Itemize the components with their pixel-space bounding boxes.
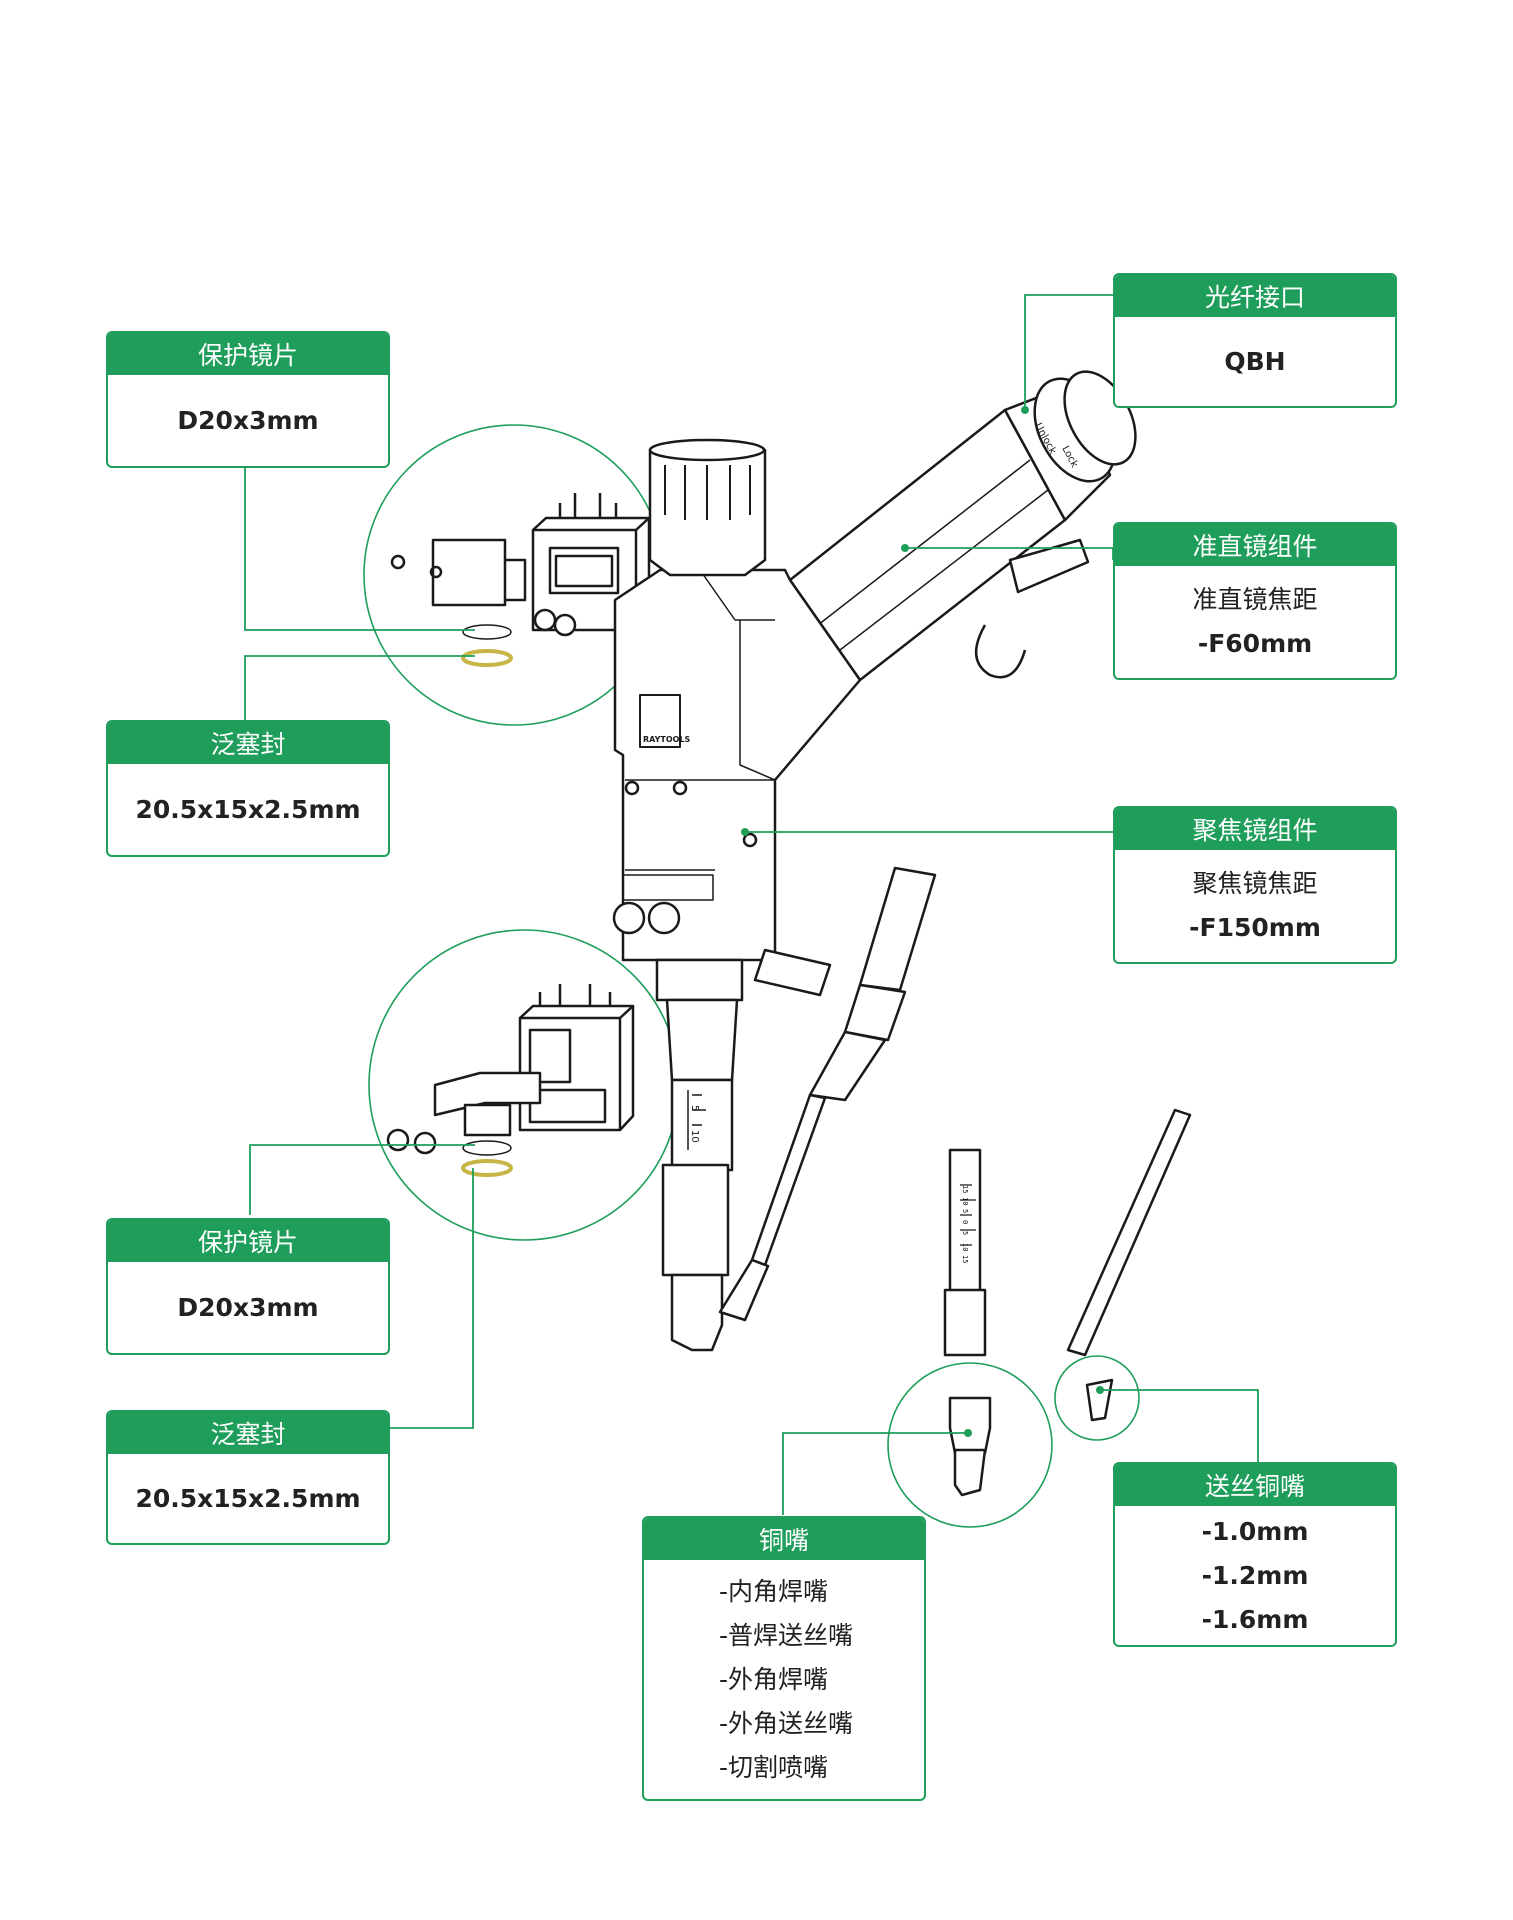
small-scale-mark: 10 (961, 1243, 969, 1251)
handle-lever (1008, 538, 1090, 594)
callout-title: 准直镜组件 (1115, 524, 1395, 566)
dot-collimator (901, 544, 909, 552)
leader-seal-top (244, 655, 475, 720)
callout-title: 聚焦镜组件 (1115, 808, 1395, 850)
callout-title: 光纤接口 (1115, 275, 1395, 317)
small-scale-mark: 15 (961, 1185, 969, 1193)
bottom-protect-lens (462, 1140, 512, 1156)
callout-fiber-interface: 光纤接口 QBH (1113, 273, 1397, 408)
callout-line: 20.5x15x2.5mm (135, 794, 361, 824)
main-body (613, 568, 862, 962)
callout-title: 泛塞封 (108, 1412, 388, 1454)
callout-line: -切割喷嘴 (719, 1752, 829, 1782)
dot-fiber-interface (1021, 406, 1029, 414)
callout-line: -1.6mm (1201, 1604, 1309, 1634)
bottom-lens-cassette (386, 984, 635, 1155)
wire-guide-rod (1066, 1108, 1192, 1357)
small-scale-mark: 5 (961, 1231, 969, 1235)
brand-label: RAYTOOLS (643, 735, 691, 744)
wire-feed-tube (718, 866, 937, 1322)
small-scale-mark: 10 (961, 1197, 969, 1205)
leader-copper-nozzle (782, 1432, 968, 1515)
callout-title: 泛塞封 (108, 722, 388, 764)
top-lens-cassette (390, 493, 651, 637)
wire-tip-detail (1085, 1378, 1114, 1422)
handle-ring (975, 624, 1027, 679)
callout-line: -外角焊嘴 (719, 1664, 829, 1694)
detail-circle-nozzle (887, 1362, 1053, 1528)
leader-fiber-interface (1024, 294, 1113, 410)
leader-seal-bottom (390, 1168, 474, 1429)
callout-line: -普焊送丝嘴 (719, 1620, 854, 1650)
callout-line: QBH (1224, 346, 1286, 376)
nozzle-assembly (655, 958, 744, 1352)
callout-line: -内角焊嘴 (719, 1576, 829, 1606)
callout-line: 20.5x15x2.5mm (135, 1483, 361, 1513)
callout-collimator: 准直镜组件 准直镜焦距 -F60mm (1113, 522, 1397, 680)
scale-mark-5: 5 (689, 1105, 700, 1111)
bottom-seal-ring (461, 1159, 513, 1177)
dot-copper-nozzle (964, 1429, 972, 1437)
callout-protect-lens-top: 保护镜片 D20x3mm (106, 331, 390, 468)
leader-protect-lens-top (244, 468, 475, 631)
top-seal-ring (461, 649, 513, 667)
callout-title: 送丝铜嘴 (1115, 1464, 1395, 1506)
callout-title: 铜嘴 (644, 1518, 924, 1560)
nozzle-tip-detail (948, 1396, 992, 1497)
callout-title: 保护镜片 (108, 333, 388, 375)
callout-line: -F150mm (1189, 913, 1321, 942)
callout-line: 聚焦镜焦距 (1192, 869, 1318, 898)
callout-focus: 聚焦镜组件 聚焦镜焦距 -F150mm (1113, 806, 1397, 964)
side-knob-2 (647, 901, 681, 935)
small-scale-mark: 15 (961, 1255, 969, 1263)
callout-seal-top: 泛塞封 20.5x15x2.5mm (106, 720, 390, 857)
top-protect-lens (462, 624, 512, 640)
callout-protect-lens-bottom: 保护镜片 D20x3mm (106, 1218, 390, 1355)
scale-mark-10: 10 (689, 1130, 700, 1143)
dot-focus (741, 828, 749, 836)
detail-circle-wire-tip (1054, 1355, 1140, 1441)
small-scale-mark: 0 (961, 1220, 969, 1224)
top-knob (648, 438, 767, 577)
callout-title: 保护镜片 (108, 1220, 388, 1262)
side-knob-1 (612, 901, 646, 935)
callout-line: -F60mm (1197, 629, 1313, 658)
callout-line: 准直镜焦距 (1192, 585, 1318, 614)
callout-line: -1.0mm (1201, 1516, 1309, 1546)
callout-line: -外角送丝嘴 (719, 1708, 854, 1738)
leader-protect-lens-bottom (249, 1144, 475, 1215)
callout-copper-nozzle: 铜嘴 -内角焊嘴 -普焊送丝嘴 -外角焊嘴 -外角送丝嘴 -切割喷嘴 (642, 1516, 926, 1801)
callout-line: -1.2mm (1201, 1560, 1309, 1590)
spare-nozzle-tube (943, 1148, 987, 1357)
callout-line: D20x3mm (177, 405, 319, 435)
dot-wire-nozzle (1096, 1386, 1104, 1394)
leader-wire-nozzle (1100, 1389, 1259, 1462)
callout-seal-bottom: 泛塞封 20.5x15x2.5mm (106, 1410, 390, 1545)
callout-wire-nozzle: 送丝铜嘴 -1.0mm -1.2mm -1.6mm (1113, 1462, 1397, 1647)
small-scale-mark: 5 (961, 1209, 969, 1213)
callout-line: D20x3mm (177, 1292, 319, 1322)
